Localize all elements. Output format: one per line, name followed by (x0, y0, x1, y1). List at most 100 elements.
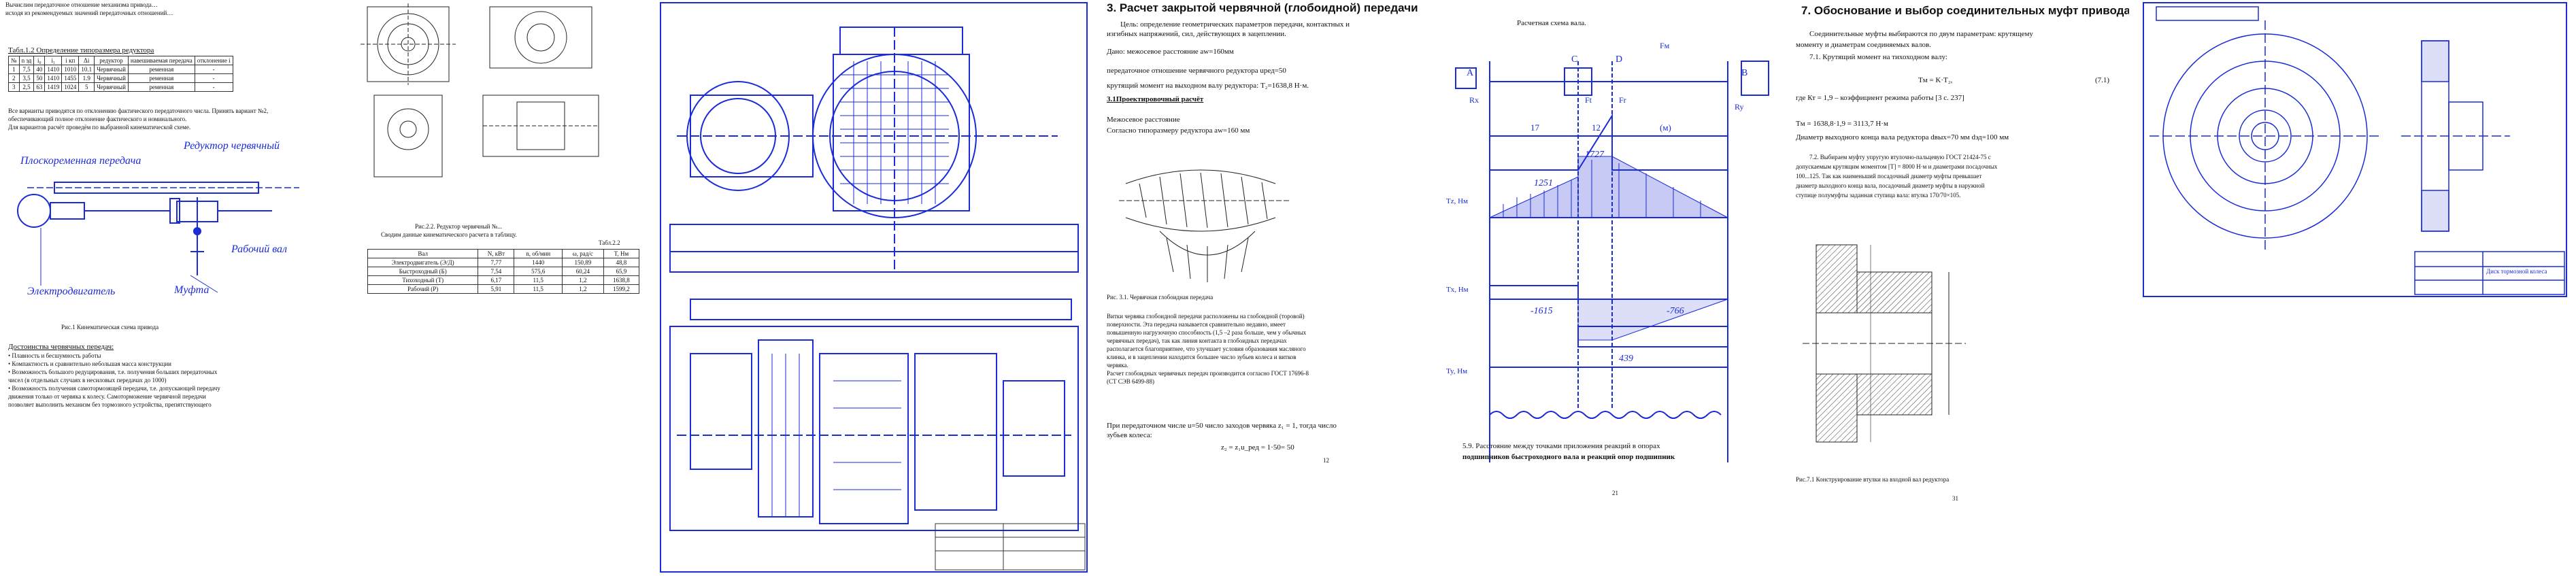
label-fm: Fм (1660, 41, 1670, 50)
cell: 3 (8, 82, 20, 92)
th: навешиваемая передача (127, 56, 195, 65)
table-header-row: № n эд i₀ i₁ i кп Δi редуктор навешиваем… (8, 56, 233, 65)
line-3: Дано: межосевое расстояние aw=160мм (1107, 48, 1234, 56)
cell: Червячный (94, 73, 129, 83)
kinematic-scheme (17, 182, 299, 293)
page-brake-disk: Диск тормозной колеса (2129, 0, 2576, 576)
line-8: При передаточном числе u=50 число заходо… (1107, 422, 1337, 430)
fig-caption: Рис. 3.1. Червячная глобоидная передача (1107, 294, 1214, 301)
cell: 48,8 (603, 258, 640, 267)
para-3: повышенную нагрузочную способность (1,5 … (1107, 329, 1307, 336)
advantage-3: • Возможность большого редуцирования, т.… (8, 369, 218, 375)
reducer-table: № n эд i₀ i₁ i кп Δi редуктор навешиваем… (8, 56, 233, 92)
th: Вал (367, 249, 479, 258)
cell: Червячный (94, 65, 129, 74)
line-7: Согласно типоразмеру редуктора aw=160 мм (1107, 126, 1250, 135)
advantages-title: Достоинства червячных передач: (8, 343, 114, 351)
fig-caption: Рис.7.1 Конструирование втулки на входно… (1796, 476, 1950, 483)
para-2: допускаемым крутящим моментом [T] = 8000… (1796, 163, 1998, 170)
section-heading: 3. Расчет закрытой червячной (глобоидной… (1107, 1, 1418, 14)
caption-line-1: 5.9. Расстояние между точками приложения… (1462, 442, 1660, 450)
line-2: изгибных напряжений, сил, действующих в … (1107, 30, 1286, 38)
assembly-drawing (669, 27, 1086, 571)
cell: 5 (78, 82, 95, 92)
para-1: Витки червяка глобоидной передачи распол… (1107, 313, 1305, 320)
cell: Электродвигатель (Э/Д) (367, 258, 479, 267)
cell: 11,5 (514, 275, 563, 285)
label-flat-belt: Плоскоременная передача (20, 155, 141, 167)
cell: 60,24 (561, 267, 604, 276)
intro-line-2: исходя из рекомендуемых значений передат… (5, 10, 173, 16)
cell: ременная (127, 65, 195, 74)
line-4: где Кт = 1,9 – коэффициент режима работы… (1796, 94, 1964, 102)
line-3: 7.1. Крутящий момент на тихоходном валу: (1809, 53, 1947, 61)
cell: 1.9 (78, 73, 95, 83)
label-a: A (1467, 68, 1474, 78)
cell: 150,89 (561, 258, 604, 267)
para-4: червячных передач), так как линия контак… (1107, 337, 1287, 344)
cell: 1419 (44, 82, 63, 92)
after-table-3: Для вариантов расчёт проведём по выбранн… (8, 124, 191, 131)
th: отклонение i (194, 56, 233, 65)
cell: 7,77 (478, 258, 515, 267)
th: i кп (61, 56, 80, 65)
cell: 10.1 (78, 65, 95, 74)
line-1: Соединительные муфты выбираются по двум … (1809, 30, 2033, 38)
cell: 1,2 (561, 275, 604, 285)
value-1727: 1727 (1585, 150, 1604, 160)
page-couplings: 7. Обоснование и выбор соединительных му… (1782, 0, 2129, 576)
cell: 575,6 (514, 267, 563, 276)
label-motor: Электродвигатель (27, 286, 116, 297)
table-title: Табл.1.2 Определение типоразмера редукто… (8, 46, 154, 54)
cell: 1410 (44, 73, 63, 83)
label-fr: Fr (1619, 95, 1626, 105)
after-table-2: обеспечивающий полное отклонение фактиче… (8, 116, 187, 122)
th: i₀ (33, 56, 46, 65)
advantage-1: • Плавность и бесшумность работы (8, 352, 101, 359)
th: i₁ (44, 56, 63, 65)
cell: 1010 (61, 65, 80, 74)
cell: 65,9 (603, 267, 640, 276)
formula: z₂ = z₁u_ред = 1·50= 50 (1221, 443, 1294, 452)
cell: 50 (33, 73, 46, 83)
cell: 1 (8, 65, 20, 74)
para-1: 7.2. Выбираем муфту упругую втулочно-пал… (1809, 154, 1991, 160)
cell: 2,5 (18, 82, 35, 92)
para-7: червяка. (1107, 362, 1128, 369)
label-ty: Ty, Нм (1446, 367, 1468, 375)
para-5: ступице полумуфты заданная ступица вала:… (1796, 192, 1961, 199)
page-worm-gear: 3. Расчет закрытой червячной (глобоидной… (1099, 0, 1442, 576)
sub-heading: 3.1Проектировочный расчёт (1107, 95, 1204, 103)
globoid-gear-figure (1119, 169, 1289, 282)
cell: Червячный (94, 82, 129, 92)
label-tx: Tx, Нм (1446, 286, 1469, 294)
advantage-5: • Возможность получения самотормозящей п… (8, 385, 220, 392)
advantage-4: чисел (в отдельных случаях в несиловых п… (8, 377, 167, 384)
cell: 63 (33, 82, 46, 92)
label-output-shaft: Рабочий вал (231, 243, 288, 255)
cell: - (194, 65, 233, 74)
page-number: 12 (1323, 457, 1329, 464)
cell: 1024 (61, 82, 80, 92)
th: n, об/мин (514, 249, 563, 258)
cell: 7,54 (478, 267, 515, 276)
th: ω, рад/с (561, 249, 604, 258)
th: N, кВт (478, 249, 515, 258)
page-assembly-drawing (650, 0, 1099, 576)
advantage-7: позволяет выполнить механизм без тормозн… (8, 401, 212, 408)
line-1: Цель: определение геометрических парамет… (1120, 20, 1350, 29)
section-heading: 7. Обоснование и выбор соединительных му… (1801, 4, 2129, 17)
line-6: Диаметр выходного конца вала редуктора d… (1796, 133, 2009, 141)
line-4: передаточное отношение червячного редукт… (1107, 67, 1286, 75)
cell: 5,91 (478, 284, 515, 294)
advantage-2: • Компактность и сравнительно небольшая … (8, 360, 171, 367)
cell: ременная (127, 73, 195, 83)
para-6: клинка, и в зацеплении находится большее… (1107, 354, 1297, 360)
para-8: Расчет глобоидных червячных передач прои… (1107, 370, 1309, 377)
